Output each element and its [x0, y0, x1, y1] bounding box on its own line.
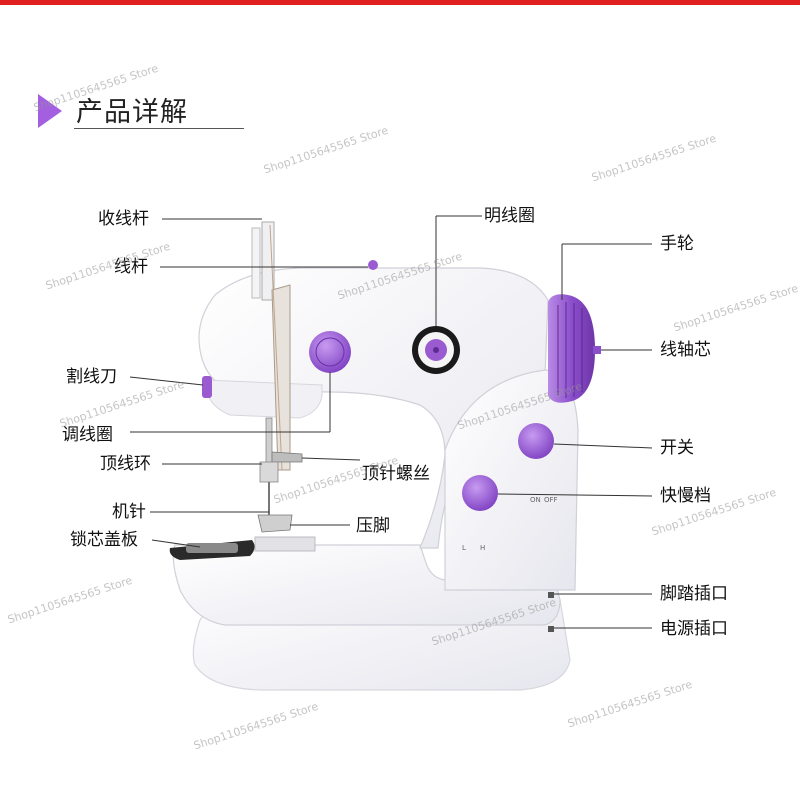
bobbin-winder-part	[412, 326, 460, 374]
label-needle: 机针	[112, 502, 146, 522]
label-speed-switch: 快慢档	[660, 486, 711, 506]
small-spool-pin	[368, 260, 378, 270]
speed-switch-part	[462, 475, 498, 511]
label-thread-cutter: 割线刀	[66, 367, 117, 387]
label-handwheel: 手轮	[660, 234, 694, 254]
thread-cutter-part	[202, 376, 212, 398]
label-power-jack: 电源插口	[660, 619, 728, 639]
panel-mark-low: L	[462, 544, 466, 552]
panel-mark-off: OFF	[544, 496, 558, 504]
presser-foot-part	[257, 514, 293, 533]
needle-clamp	[259, 461, 279, 483]
handwheel-part	[548, 294, 595, 403]
page-title: 产品详解	[76, 97, 188, 128]
panel-mark-on: ON	[530, 496, 541, 504]
thread-guide-plate	[271, 284, 291, 471]
section-header: 产品详解	[38, 86, 244, 136]
label-spool-pin: 线轴芯	[660, 340, 711, 360]
label-power-switch: 开关	[660, 438, 694, 458]
needle-bar	[265, 417, 273, 467]
top-red-bar	[0, 0, 800, 5]
title-underline	[74, 128, 244, 129]
machine-head-front	[204, 379, 323, 419]
label-presser-foot: 压脚	[356, 516, 390, 536]
foot-pedal-jack-part	[548, 592, 554, 598]
machine-bed	[172, 544, 561, 626]
tension-dial-part	[309, 331, 351, 373]
triangle-marker-icon	[38, 94, 62, 128]
callout-lines	[129, 215, 653, 629]
power-jack-part	[548, 626, 554, 632]
machine-right-column	[444, 369, 579, 591]
power-switch-part	[518, 423, 554, 459]
label-bobbin-cover: 锁芯盖板	[70, 530, 138, 550]
label-tension-dial: 调线圈	[62, 425, 113, 445]
panel-mark-high: H	[480, 544, 486, 552]
label-thread-rod: 线杆	[114, 257, 148, 277]
label-foot-pedal-jack: 脚踏插口	[660, 584, 728, 604]
thread-rod-part	[251, 227, 261, 299]
label-bobbin-winder: 明线圈	[484, 206, 535, 226]
label-take-up-lever: 收线杆	[98, 209, 149, 229]
needle-screw-part	[271, 451, 303, 463]
needle-plate	[254, 536, 316, 552]
spool-pin-part	[593, 346, 601, 354]
label-needle-screw: 顶针螺丝	[362, 464, 430, 484]
label-top-thread-ring: 顶线环	[100, 454, 151, 474]
